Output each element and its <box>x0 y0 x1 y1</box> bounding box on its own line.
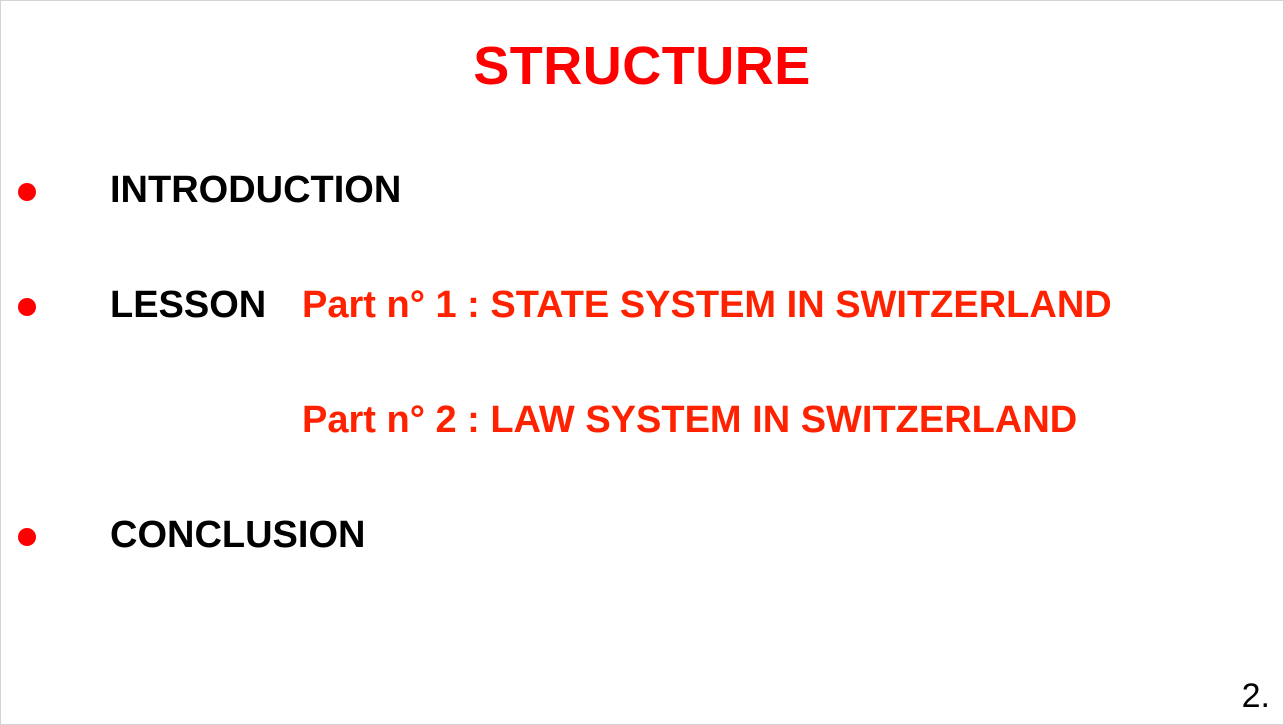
slide-title: STRUCTURE <box>473 36 811 96</box>
bullet-dot-icon <box>18 528 36 546</box>
bullet-dot-icon <box>18 298 36 316</box>
item-lesson-label: LESSON <box>110 284 267 326</box>
item-introduction-label: INTRODUCTION <box>110 169 402 211</box>
item-conclusion-label: CONCLUSION <box>110 514 366 556</box>
bullet-dot-icon <box>18 183 36 201</box>
page-number: 2. <box>1241 677 1270 715</box>
lesson-part-1: Part n° 1 : STATE SYSTEM IN SWITZERLAND <box>302 284 1112 326</box>
lesson-part-2: Part n° 2 : LAW SYSTEM IN SWITZERLAND <box>302 399 1078 441</box>
